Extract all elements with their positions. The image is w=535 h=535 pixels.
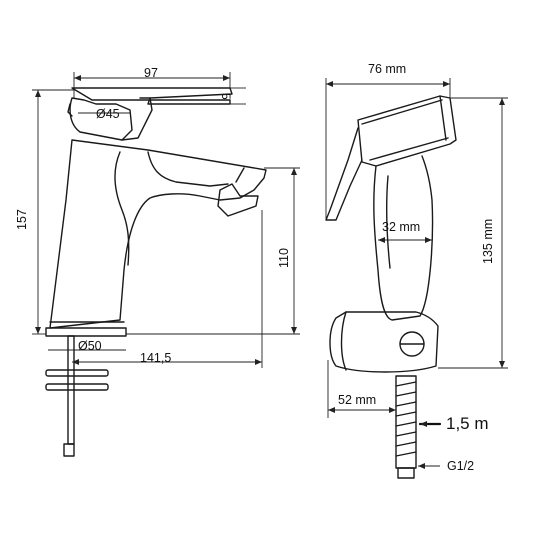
shower-trigger: [325, 127, 363, 221]
faucet-base-plate: [45, 327, 127, 337]
faucet-lever-length-label: 97: [144, 66, 158, 80]
faucet-cartridge-rim: [67, 103, 73, 117]
faucet-washer-1: [45, 369, 109, 377]
faucet-spout-curve: [147, 151, 229, 187]
faucet-lever-thickness-label: 5: [219, 93, 233, 100]
faucet-washer-2: [45, 383, 109, 391]
shower-drawing: [325, 78, 508, 479]
faucet-cartridge-diameter-label: Ø45: [96, 107, 120, 121]
shower-thread-label: G1/2: [447, 459, 475, 473]
shower-handle: [373, 155, 434, 321]
faucet-spout-inner: [114, 151, 130, 266]
faucet-cartridge: [69, 97, 133, 141]
faucet-aerator: [217, 183, 259, 217]
faucet-lever: [71, 87, 233, 105]
faucet-body: [49, 139, 267, 329]
faucet-drawing: [32, 72, 300, 457]
shower-hose-length-label: 1,5 m: [446, 414, 489, 433]
faucet-total-height-label: 157: [15, 209, 29, 230]
shower-head: [357, 95, 457, 167]
faucet-rod-end: [63, 443, 75, 457]
shower-length-label: 135 mm: [481, 218, 495, 264]
faucet-spout-height-label: 110: [277, 248, 291, 268]
faucet-reach-label: 141,5: [140, 351, 172, 365]
shower-holder: [329, 311, 439, 373]
shower-head-width-label: 76 mm: [368, 62, 407, 76]
faucet-base-diameter-label: Ø50: [78, 339, 102, 353]
shower-holder-width-label: 52 mm: [338, 393, 377, 407]
faucet-lever-joint: [121, 97, 153, 141]
shower-hose-nut: [397, 467, 415, 479]
shower-handle-diameter-label: 32 mm: [382, 220, 421, 234]
